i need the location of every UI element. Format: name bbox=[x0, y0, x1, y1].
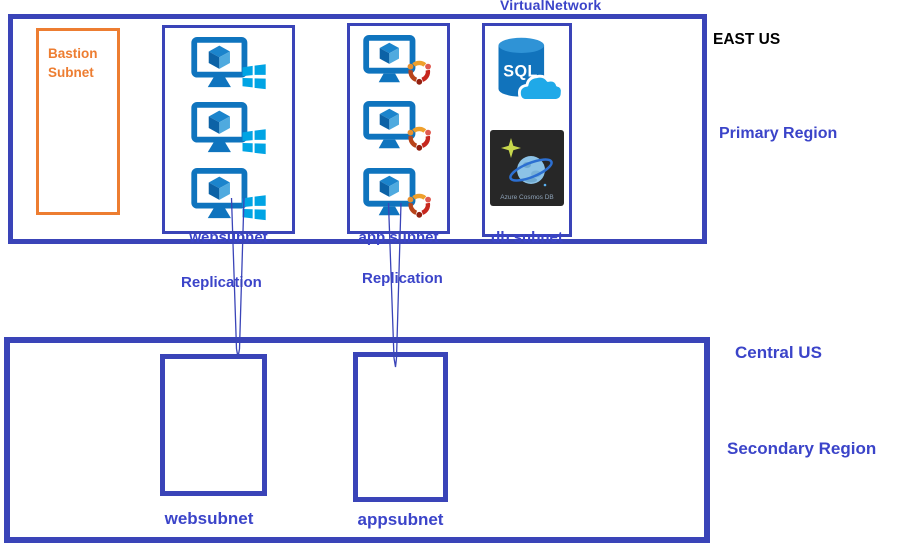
secondary-region-role: Secondary Region bbox=[727, 439, 877, 458]
bastion-subnet-box: Bastion Subnet bbox=[36, 28, 120, 215]
primary-region-box bbox=[8, 14, 707, 244]
replication-label-app: Replication bbox=[362, 270, 443, 287]
primary-region-name: EAST US bbox=[713, 31, 781, 48]
secondary-app-subnet-box bbox=[353, 352, 448, 502]
sql-database-icon bbox=[489, 32, 565, 110]
secondary-region-name: Central US bbox=[735, 343, 822, 362]
app-subnet-label: app subnet bbox=[358, 229, 439, 246]
web-subnet-label: websubnet bbox=[189, 229, 268, 246]
primary-region-role: Primary Region bbox=[719, 125, 838, 142]
cosmos-db-icon bbox=[490, 130, 564, 206]
secondary-web-subnet-box bbox=[160, 354, 267, 496]
db-subnet-label: db subnet bbox=[491, 229, 563, 246]
app-subnet-box bbox=[347, 23, 450, 234]
windows-vm-icon bbox=[189, 101, 269, 157]
windows-vm-icon bbox=[189, 36, 269, 92]
windows-vm-icon bbox=[189, 167, 269, 223]
secondary-region-box bbox=[4, 337, 710, 543]
web-subnet-box bbox=[162, 25, 295, 234]
ubuntu-vm-icon bbox=[361, 100, 437, 156]
secondary-web-subnet-label: websubnet bbox=[164, 509, 254, 528]
bastion-subnet-label: Bastion Subnet bbox=[48, 46, 98, 80]
db-subnet-box bbox=[482, 23, 572, 237]
ubuntu-vm-icon bbox=[361, 34, 437, 90]
ubuntu-vm-icon bbox=[361, 167, 437, 223]
secondary-app-subnet-label: appsubnet bbox=[357, 510, 444, 529]
virtual-network-title: VirtualNetwork bbox=[500, 0, 602, 13]
replication-label-web: Replication bbox=[181, 274, 262, 291]
